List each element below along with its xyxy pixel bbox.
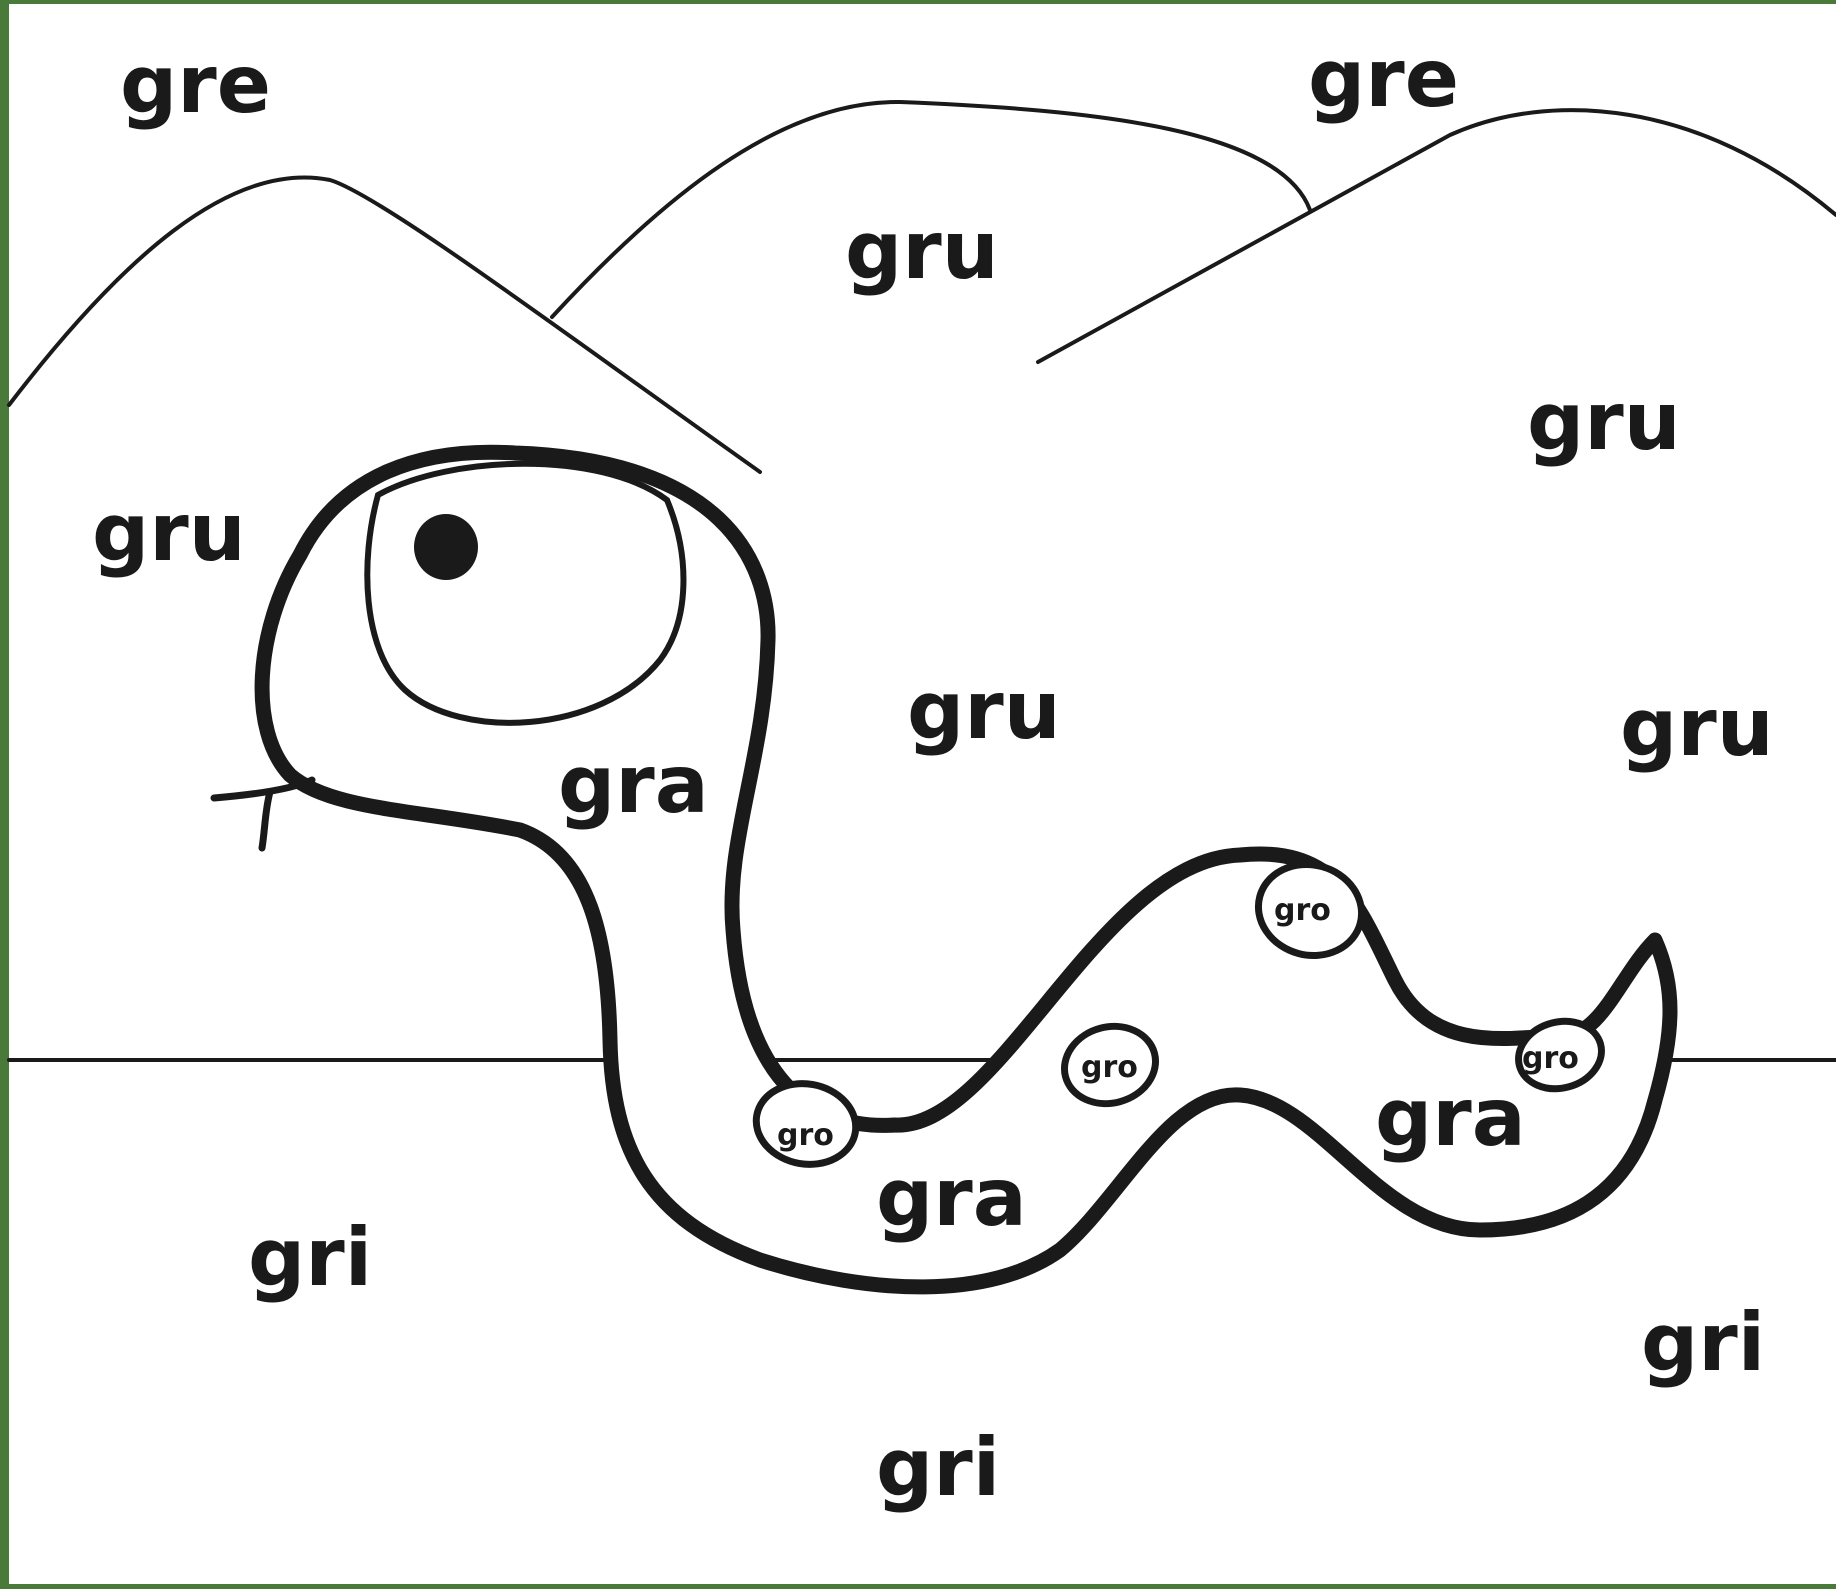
label-gra-neck: gra — [558, 738, 709, 831]
label-gru-center: gru — [907, 664, 1061, 757]
right-hill-outline — [1036, 108, 1836, 364]
label-gro-spot-1: gro — [777, 1118, 834, 1153]
label-gri-left: gri — [248, 1211, 372, 1304]
snake-spot-1 — [752, 1080, 860, 1168]
label-gro-spot-3: gro — [1274, 893, 1331, 928]
label-gra-tail: gra — [1375, 1071, 1526, 1164]
label-gre-top-left: gre — [120, 38, 271, 131]
snake-spot-2 — [1060, 1022, 1160, 1108]
frame-left-border — [0, 0, 9, 1589]
label-gra-belly: gra — [876, 1151, 1027, 1244]
middle-hill-outline — [550, 99, 1312, 319]
snake-spot-3 — [1254, 860, 1366, 960]
label-gro-spot-4: gro — [1522, 1041, 1579, 1076]
label-gru-right: gru — [1620, 681, 1774, 774]
snake-spot-4 — [1515, 1017, 1605, 1093]
label-gri-bottom: gri — [876, 1421, 1000, 1514]
label-gru-left-hill: gru — [92, 486, 246, 579]
left-hill-outline — [7, 175, 762, 474]
frame-bottom-border — [0, 1584, 1836, 1589]
label-gro-spot-2: gro — [1081, 1050, 1138, 1085]
label-gre-top-right: gre — [1308, 32, 1459, 125]
snake-pupil — [414, 514, 478, 580]
label-gri-right: gri — [1641, 1296, 1765, 1389]
label-gru-right-hill: gru — [1527, 375, 1681, 468]
label-gru-middle-hill: gru — [845, 204, 999, 297]
snake-eye-outline — [364, 460, 687, 726]
snake-tongue — [210, 776, 316, 852]
frame-top-border — [0, 0, 1836, 4]
